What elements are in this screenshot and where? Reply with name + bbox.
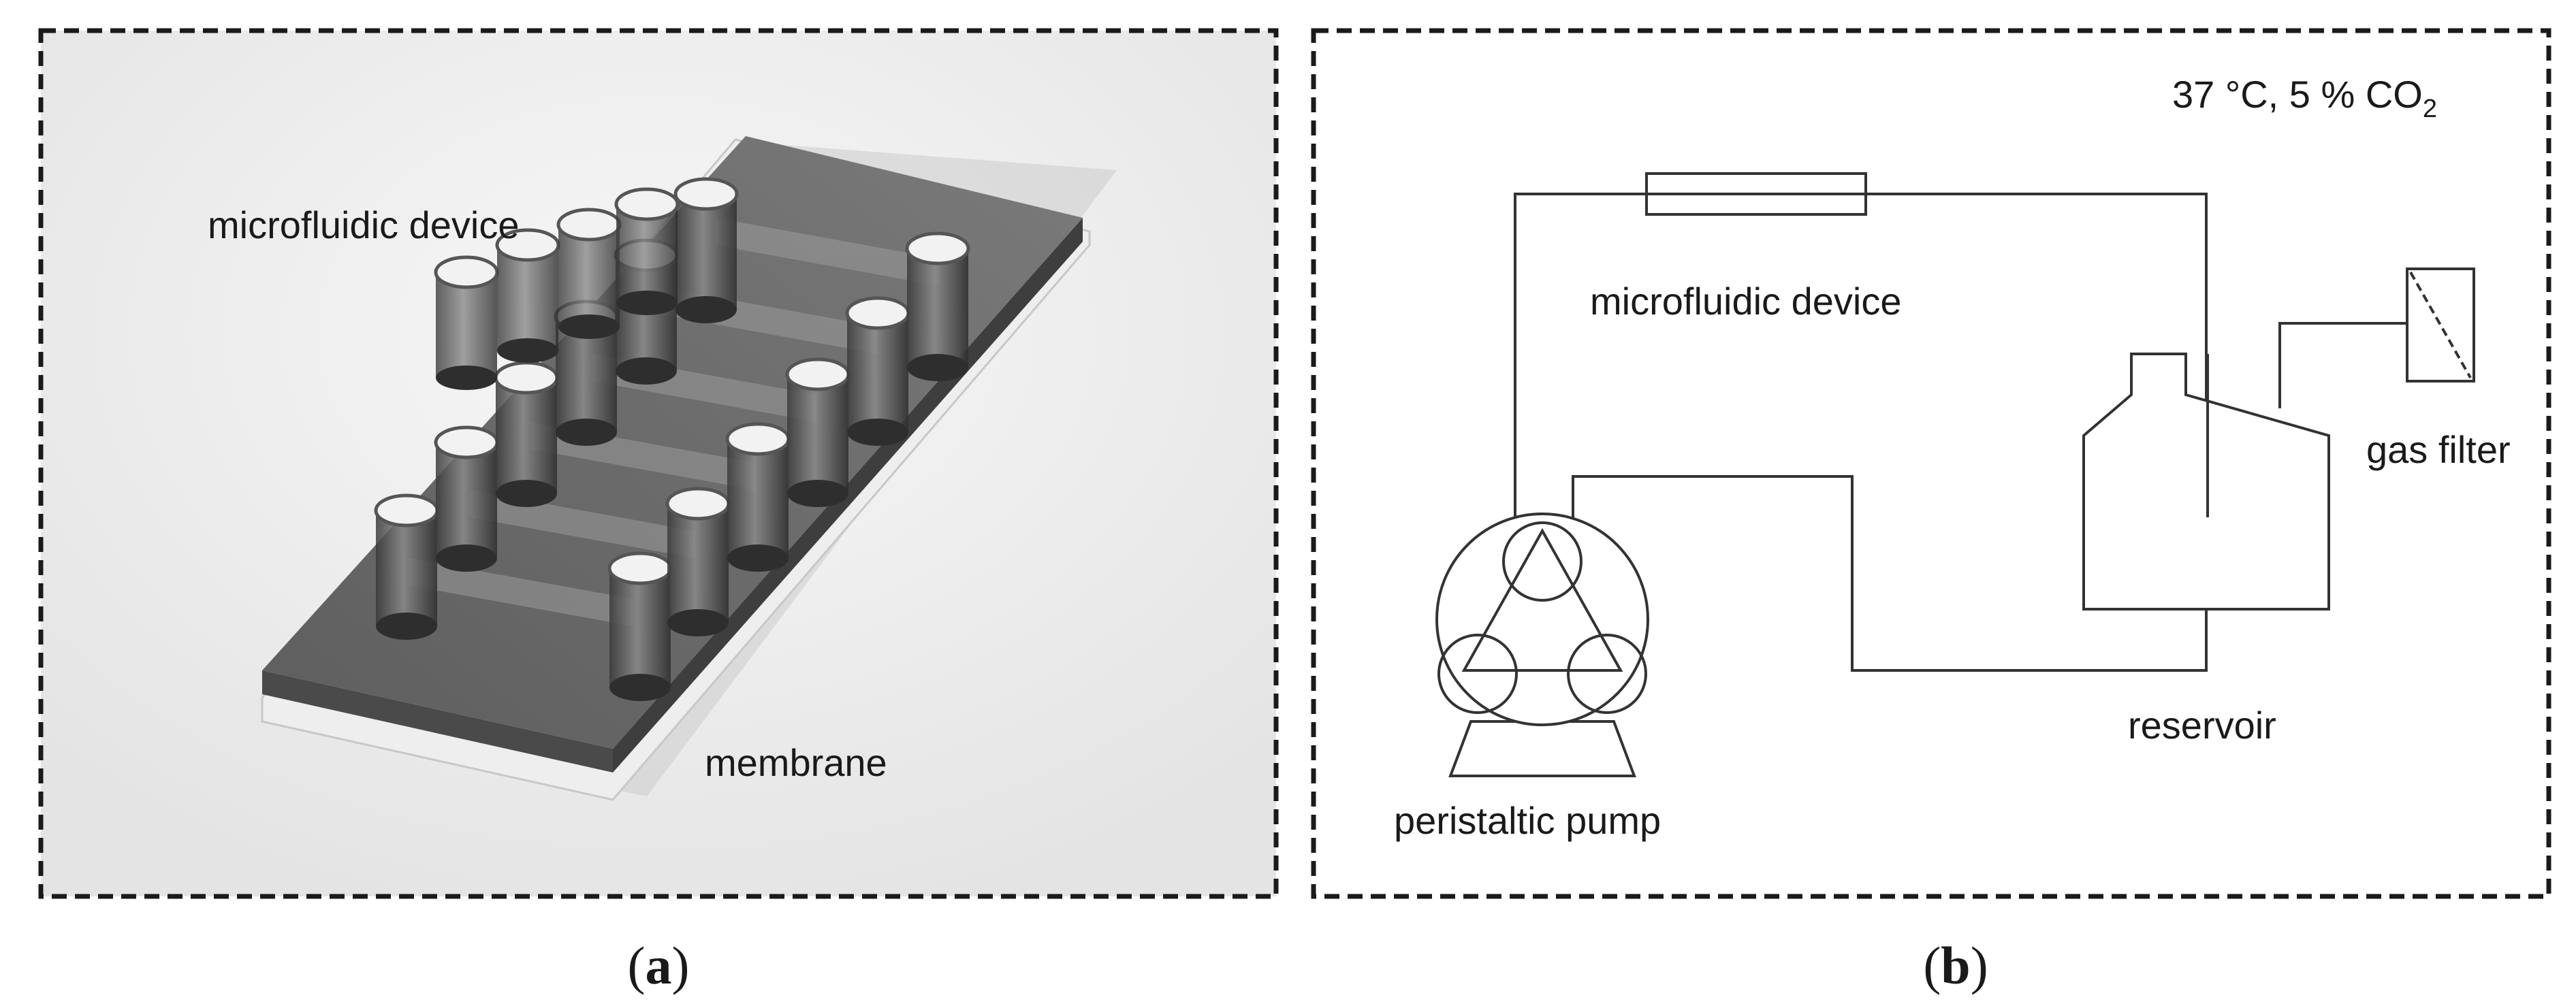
well [614,187,680,315]
conditions-subscript: 2 [2423,95,2437,123]
wells-row-2 [434,187,680,390]
caption-a-letter: a [646,936,672,995]
chip-front-side [262,670,613,773]
well [556,208,622,339]
conditions-label: 37 °C, 5 % CO2 [2172,73,2437,123]
well [845,296,910,446]
panel-a-frame [38,28,1279,899]
label-microfluidic-device-a: microfluidic device [208,204,520,246]
panel-b: 37 °C, 5 % CO2 microfluidic device gas f… [1311,28,2551,995]
well [785,357,850,507]
well [665,487,731,636]
chip-illustration [261,136,1117,801]
microfluidic-device-symbol [1645,172,1867,216]
peristaltic-pump-symbol [1435,513,1649,777]
caption-b-letter: b [1941,936,1970,995]
gas-filter-symbol [2406,267,2475,383]
well [495,228,560,363]
label-membrane: membrane [705,741,887,784]
conditions-prefix: 37 °C, 5 % CO [2172,73,2423,116]
caption-b: (b) [1923,936,1988,995]
label-microfluidic-device-b: microfluidic device [1590,280,1902,323]
wells-row-3 [607,231,970,701]
well [434,425,499,572]
well [725,422,791,572]
label-reservoir: reservoir [2128,704,2276,747]
well [905,231,970,381]
caption-a: (a) [628,936,690,995]
label-gas-filter: gas filter [2366,428,2511,471]
well [673,177,739,323]
reservoir-symbol [2082,353,2330,611]
well [607,551,673,701]
well [434,255,499,390]
well [494,361,559,507]
panel-a: microfluidic device membrane (a) [38,28,1279,995]
label-peristaltic-pump: peristaltic pump [1394,799,1661,842]
well [374,493,439,640]
